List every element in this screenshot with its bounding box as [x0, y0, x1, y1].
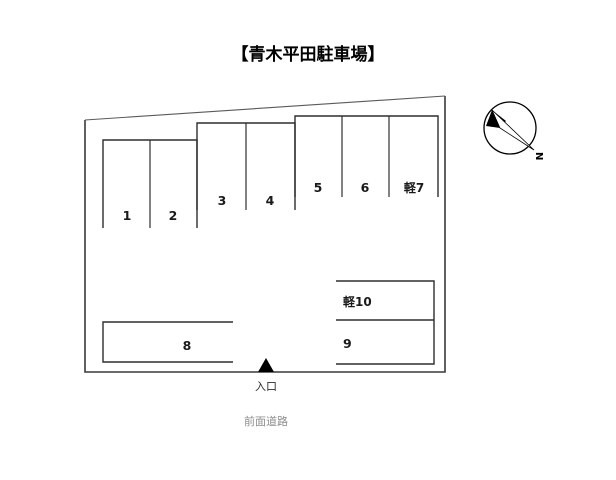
stall-label-6: 6 [361, 180, 370, 195]
compass-needle-light [491, 109, 535, 151]
stall-group-5-6-7-outline [294, 115, 439, 197]
stall-label-1: 1 [123, 208, 132, 223]
stall-label-4: 4 [266, 193, 275, 208]
stall-group-5-6-7: 5 6 軽7 [294, 115, 439, 197]
lot-boundary-top-edge [84, 95, 446, 121]
stall-label-3: 3 [218, 193, 227, 208]
triangle-up-icon [258, 358, 274, 372]
compass-needle-tip [486, 110, 500, 128]
stall-label-7: 軽7 [404, 180, 424, 195]
stall-label-9: 9 [343, 336, 352, 351]
front-road-label: 前面道路 [244, 414, 288, 428]
stall-label-10: 軽10 [343, 294, 372, 309]
stall-group-10-9: 軽10 9 [336, 280, 435, 365]
entrance-marker-group: 入口 [255, 358, 277, 393]
stall-8-outline [102, 321, 233, 363]
stall-group-8: 8 [102, 321, 233, 363]
stall-10-9-outline [336, 280, 435, 365]
stall-label-5: 5 [314, 180, 323, 195]
stall-label-8: 8 [183, 338, 192, 353]
entrance-label: 入口 [255, 380, 277, 393]
compass-north-label: N [533, 152, 544, 160]
stall-label-2: 2 [169, 208, 178, 223]
page-title: 【青木平田駐車場】 [232, 44, 385, 65]
compass-rose-icon: N [483, 101, 544, 160]
